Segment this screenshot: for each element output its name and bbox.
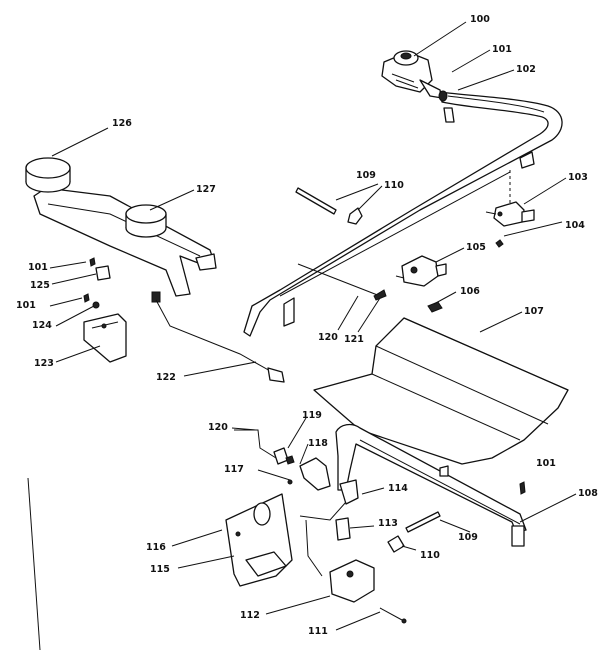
callout-126: 126 [112, 118, 132, 129]
screw-part [287, 479, 293, 485]
callout-102: 102 [516, 64, 536, 75]
screw-part [495, 239, 504, 248]
bracket-part [95, 265, 111, 281]
fitting-part [373, 289, 387, 301]
callout-109: 109 [458, 532, 478, 543]
flex-tube-part [299, 479, 359, 521]
callout-101: 101 [492, 44, 512, 55]
callout-101: 101 [28, 262, 48, 273]
callout-121: 121 [344, 334, 364, 345]
top-burner-assembly-part [25, 157, 217, 297]
callout-110: 110 [384, 180, 404, 191]
lower-manifold-part [335, 423, 527, 547]
fitting-part [387, 535, 405, 553]
nut-part [92, 301, 100, 309]
gas-tube-part [234, 429, 277, 459]
nut-part [285, 455, 295, 465]
valve-assembly-part [395, 255, 447, 287]
callout-101: 101 [536, 458, 556, 469]
screw-part [89, 257, 96, 267]
burner-valve-part [485, 201, 535, 227]
callout-117: 117 [224, 464, 244, 475]
callout-110: 110 [420, 550, 440, 561]
callout-120: 120 [208, 422, 228, 433]
screw-part [519, 481, 526, 495]
gas-tube-part [297, 263, 381, 297]
edge-line [27, 477, 41, 651]
callout-118: 118 [308, 438, 328, 449]
callout-115: 115 [150, 564, 170, 575]
callout-100: 100 [470, 14, 490, 25]
ignition-bracket-part [83, 313, 127, 363]
mounting-plate-part [225, 493, 293, 587]
safety-valve-part [305, 519, 375, 603]
rod-part [295, 187, 337, 215]
rod-part [405, 511, 441, 533]
fitting-part [347, 207, 363, 225]
clip-part [335, 517, 351, 541]
callout-107: 107 [524, 306, 544, 317]
callout-127: 127 [196, 184, 216, 195]
callout-101: 101 [16, 300, 36, 311]
callout-122: 122 [156, 372, 176, 383]
callout-125: 125 [30, 280, 50, 291]
callout-106: 106 [460, 286, 480, 297]
connector-part [299, 457, 331, 491]
callout-116: 116 [146, 542, 166, 553]
callout-111: 111 [308, 626, 328, 637]
callout-103: 103 [568, 172, 588, 183]
callout-124: 124 [32, 320, 52, 331]
fitting-part [273, 447, 289, 465]
pressure-regulator-part [381, 50, 443, 99]
leader-lines [49, 21, 577, 631]
pin-part [379, 607, 403, 621]
callout-104: 104 [565, 220, 585, 231]
callout-105: 105 [466, 242, 486, 253]
callout-109: 109 [356, 170, 376, 181]
callout-108: 108 [578, 488, 598, 499]
callout-113: 113 [378, 518, 398, 529]
screw-part [83, 293, 90, 303]
manifold-pipe-part [243, 90, 563, 337]
callout-120: 120 [318, 332, 338, 343]
electrode-wire-part [151, 291, 285, 383]
callout-119: 119 [302, 410, 322, 421]
callout-114: 114 [388, 483, 408, 494]
callout-112: 112 [240, 610, 260, 621]
callout-123: 123 [34, 358, 54, 369]
